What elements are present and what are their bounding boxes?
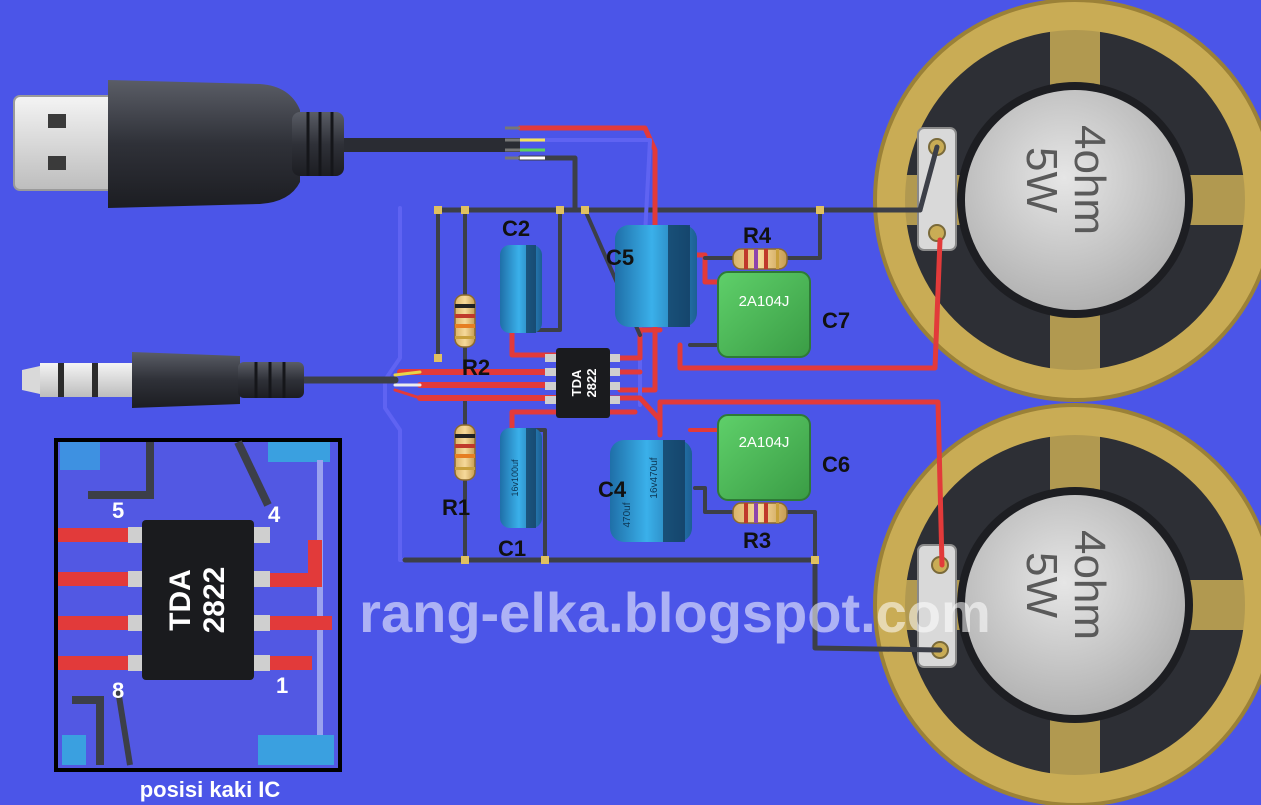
inset-caption: posisi kaki IC	[140, 777, 281, 802]
label-r4: R4	[743, 223, 772, 248]
speaker-top: 4ohm 5W	[873, 0, 1261, 402]
resistor-r1	[454, 424, 476, 481]
solder-joints	[434, 206, 824, 564]
ic-tda2822: TDA 2822	[545, 348, 620, 418]
c1-print: 16v100uf	[510, 459, 520, 497]
label-c1: C1	[498, 536, 526, 561]
component-labels: C2 C5 R4 C7 R2 C6 C4 R1 R3 C1	[442, 216, 850, 561]
inset-pin-4: 4	[268, 502, 281, 527]
inset-pin-8: 8	[112, 678, 124, 703]
ic-label-line1: TDA	[569, 369, 584, 396]
c6-marking: 2A104J	[739, 434, 790, 451]
watermark: rang-elka.blogspot.com	[359, 581, 991, 644]
capacitor-c6: 2A104J	[717, 414, 811, 501]
label-c2: C2	[502, 216, 530, 241]
capacitor-c7: 2A104J	[717, 271, 811, 358]
resistor-r2	[454, 294, 476, 348]
inset-ic-line1: TDA	[164, 569, 197, 631]
label-c5: C5	[606, 245, 634, 270]
speaker-bottom: 4ohm 5W	[873, 403, 1261, 805]
resistor-r3	[732, 502, 788, 524]
label-r3: R3	[743, 528, 771, 553]
usb-plug	[13, 80, 545, 208]
speaker-top-power: 5W	[1017, 147, 1066, 213]
speaker-top-impedance: 4ohm	[1065, 125, 1114, 235]
c4-print-b: 470uf	[622, 502, 633, 527]
c4-print: 16v470uf	[649, 457, 660, 498]
label-r1: R1	[442, 495, 470, 520]
resistor-r4	[732, 248, 788, 270]
label-c7: C7	[822, 308, 850, 333]
label-c6: C6	[822, 452, 850, 477]
inset-pin-5: 5	[112, 498, 124, 523]
inset-pin-1: 1	[276, 673, 288, 698]
speaker-bottom-power: 5W	[1017, 552, 1066, 618]
label-c4: C4	[598, 477, 627, 502]
capacitor-c5	[615, 225, 697, 327]
wires	[296, 125, 945, 653]
c7-marking: 2A104J	[739, 293, 790, 310]
ic-label-line2: 2822	[584, 369, 599, 398]
speaker-bottom-impedance: 4ohm	[1065, 530, 1114, 640]
capacitor-c4: 16v470uf 470uf	[610, 440, 692, 542]
inset-ic-line2: 2822	[198, 567, 231, 634]
label-r2: R2	[462, 355, 490, 380]
audio-jack	[22, 352, 304, 408]
capacitor-c1: 16v100uf	[500, 428, 542, 528]
capacitor-c2	[500, 245, 542, 333]
ic-pin-inset: TDA 2822 5 4 8 1	[54, 438, 342, 772]
